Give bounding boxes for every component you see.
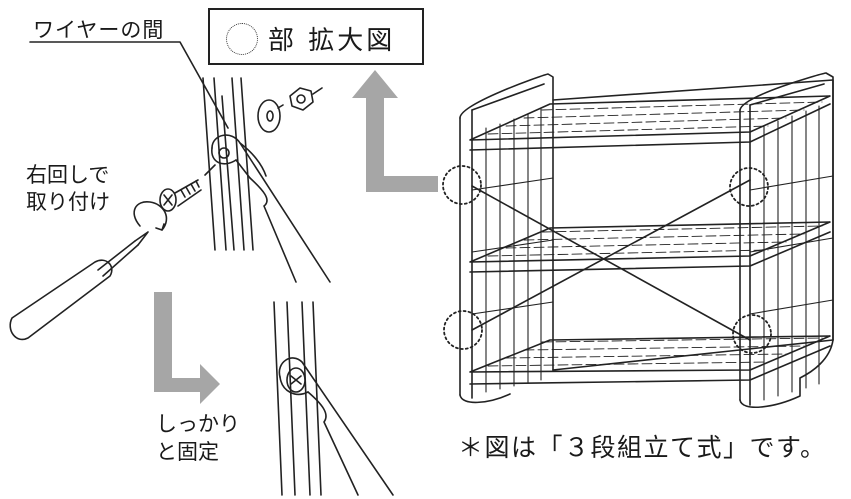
- arrow-down-to-fix: [154, 292, 220, 404]
- wire-bundle-lower: [273, 301, 322, 496]
- detail-marker-circles: [442, 165, 772, 354]
- wire-bundle-upper: [202, 77, 254, 251]
- arrow-up-to-detail: [352, 70, 438, 192]
- screwdriver: [9, 231, 149, 341]
- rotate-line-2: 取り付け: [26, 190, 110, 214]
- enlarged-view-legend: 部 拡大図: [208, 8, 424, 65]
- fix-line-1: しっかり: [156, 412, 240, 436]
- rotation-arc: [133, 201, 168, 231]
- washer-upper: [257, 99, 281, 133]
- bracket-bar-lower: [278, 357, 394, 496]
- fix-instruction: しっかり と固定: [156, 410, 240, 466]
- fix-line-2: と固定: [156, 440, 219, 464]
- rotate-instruction: 右回しで 取り付け: [26, 162, 110, 216]
- gray-arrows: [154, 70, 438, 404]
- screw-upper: [159, 164, 216, 212]
- dotted-circle-icon: [226, 23, 258, 55]
- rack-type-note: ＊図は「３段組立て式」です。: [458, 433, 827, 462]
- bracket-bar-upper: [211, 134, 331, 283]
- nut-upper: [277, 87, 323, 111]
- enlarged-view-label: 部 拡大図: [268, 26, 396, 56]
- wire-rack: [459, 72, 834, 409]
- wire-label-leader: [29, 41, 229, 129]
- rotate-line-1: 右回しで: [26, 163, 110, 187]
- wire-gap-label: ワイヤーの間: [33, 18, 165, 42]
